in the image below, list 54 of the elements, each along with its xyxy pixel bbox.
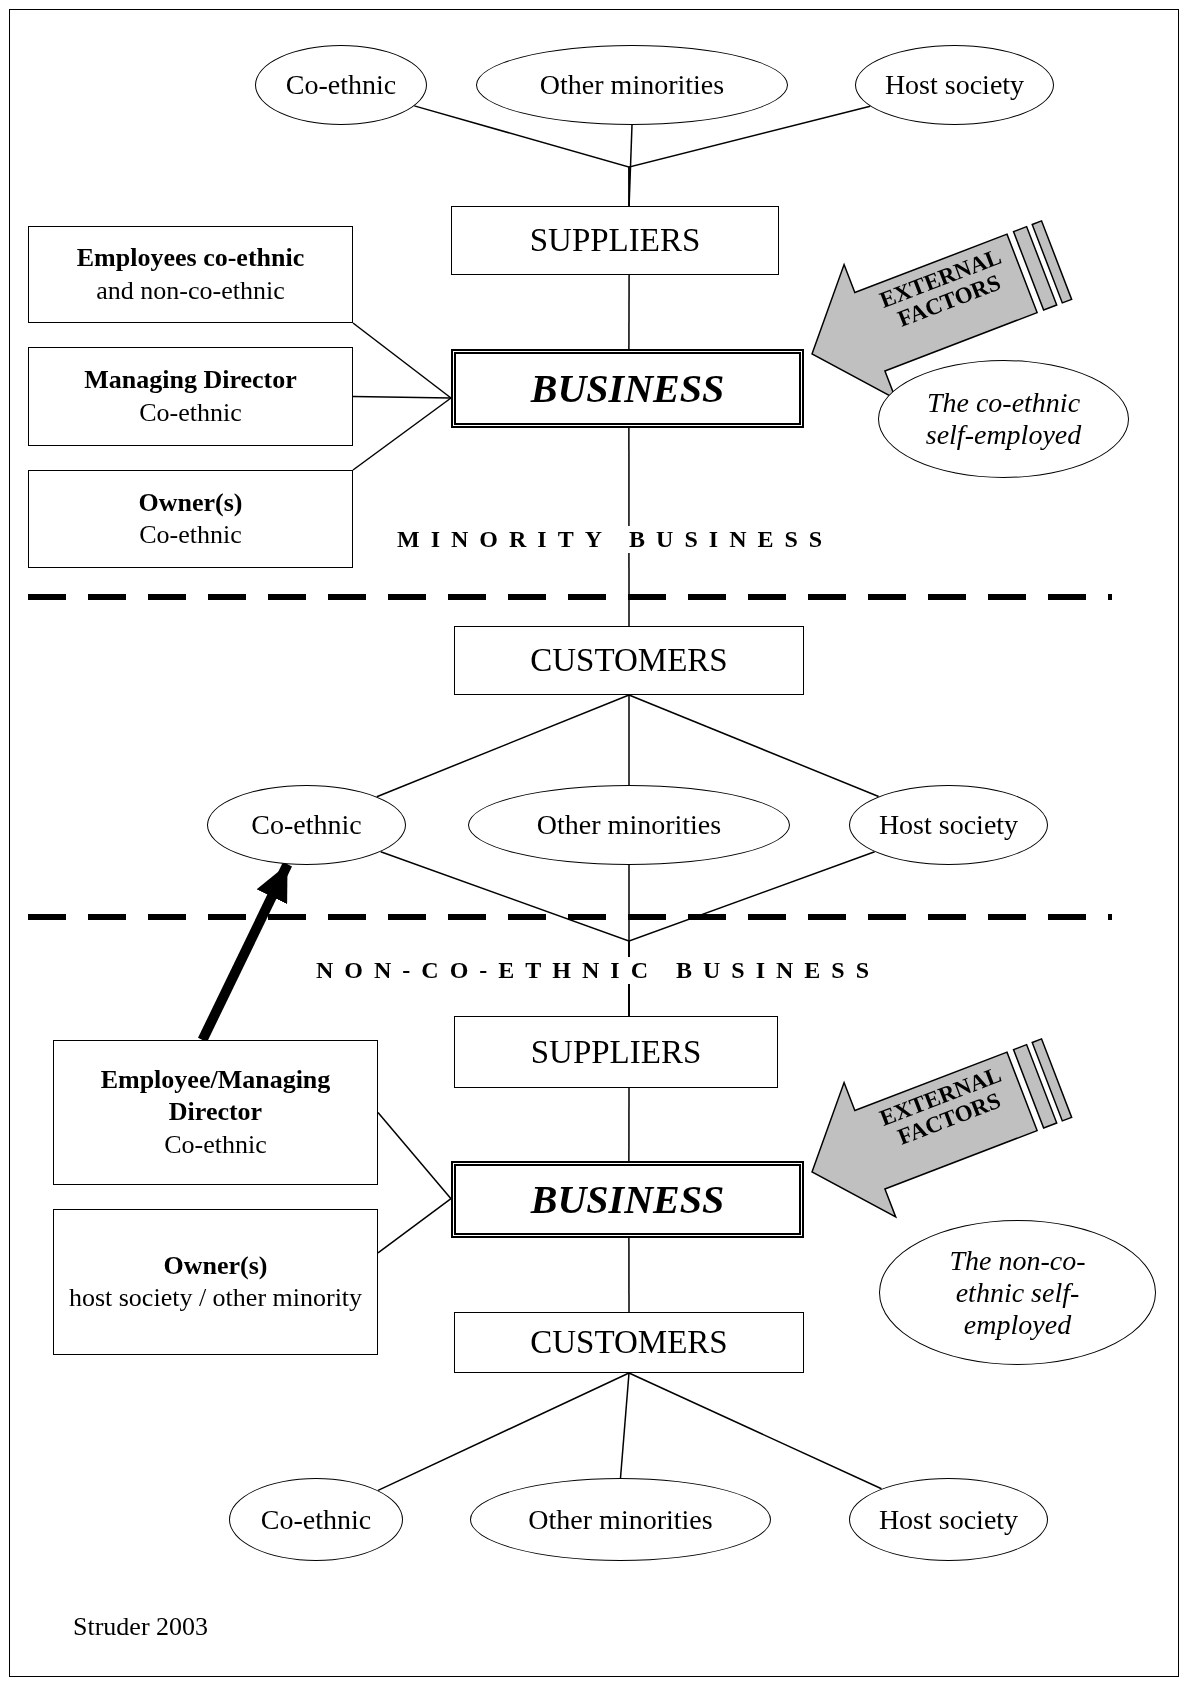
connector-line (628, 1237, 630, 1313)
text-box (454, 1312, 804, 1373)
role-text: host society / other minority (67, 1282, 364, 1314)
role-text: Co-ethnic (138, 396, 243, 429)
role-heading: Employees co-ethnic (75, 242, 306, 274)
connector-line (377, 1372, 630, 1492)
ellipse-label: Host society (878, 809, 1019, 841)
box-label: CUSTOMERS (530, 1324, 728, 1361)
box-label: CUSTOMERS (530, 642, 728, 679)
ellipse-label: Co-ethnic (285, 69, 397, 101)
ellipse-label: Co-ethnic (260, 1503, 372, 1536)
text-box (454, 626, 804, 695)
ellipse-label: The co-ethnic self-employed (924, 387, 1083, 451)
role-text: Co-ethnic (138, 519, 243, 551)
connector-line (619, 1372, 630, 1479)
connector-line (377, 1197, 452, 1254)
box-label: BUSINESS (530, 1176, 725, 1223)
box-label: SUPPLIERS (530, 1033, 702, 1071)
role-heading: Owner(s) (137, 486, 244, 519)
connector-line (628, 851, 876, 1017)
connector-line (628, 1087, 630, 1162)
ellipse-label: Other minorities (539, 69, 725, 101)
role-text: and non-co-ethnic (95, 274, 286, 307)
role-box (28, 347, 353, 446)
connector-line (628, 1372, 883, 1490)
role-box (28, 226, 353, 323)
role-box (53, 1040, 378, 1185)
ellipse-label: Other minorities (528, 1503, 713, 1536)
text-box (454, 1016, 778, 1088)
connector-line (352, 322, 452, 399)
double-border-box (451, 1161, 804, 1238)
ellipse-label: Host society (884, 69, 1025, 101)
role-heading: Owner(s) (162, 1249, 269, 1282)
role-box (53, 1209, 378, 1355)
role-text: Co-ethnic (163, 1128, 268, 1161)
box-label: BUSINESS (530, 365, 725, 412)
connector-line (352, 395, 452, 399)
role-heading: Managing Director (83, 364, 298, 396)
connector-line (376, 694, 630, 798)
connector-line (628, 694, 630, 786)
ellipse-label: Host society (878, 1503, 1019, 1536)
role-heading: Employee/Managing Director (99, 1063, 332, 1129)
connector-line (377, 1111, 452, 1200)
connector-line (628, 105, 871, 207)
text-box (451, 206, 779, 275)
ellipse-label: Other minorities (536, 809, 722, 841)
role-box (28, 470, 353, 568)
ellipse-label: The non-co-ethnic self-employed (948, 1244, 1087, 1341)
connector-line (628, 274, 630, 350)
box-label: SUPPLIERS (529, 222, 701, 259)
ellipse-label: Co-ethnic (251, 809, 362, 841)
connector-line (628, 694, 880, 798)
double-border-box (451, 349, 804, 428)
connector-line (352, 397, 452, 471)
